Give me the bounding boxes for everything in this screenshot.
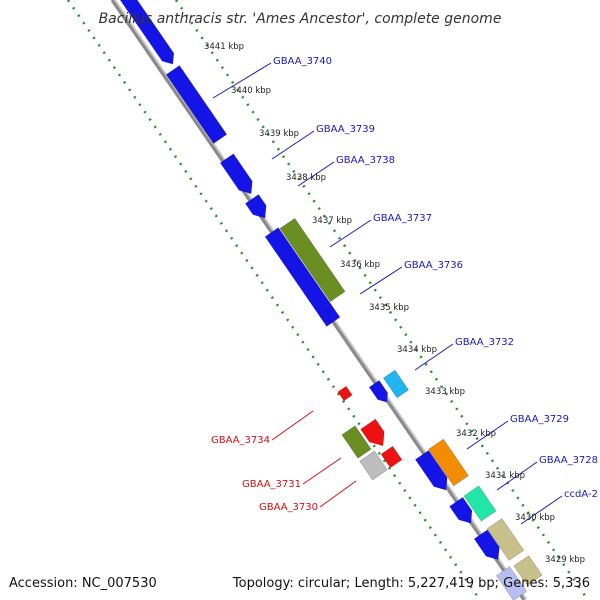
tick-label: 3432 kbp [456,429,496,439]
gene-feature-light-blue [495,566,528,600]
tick-label: 3437 kbp [312,216,352,226]
gene-labels: GBAA_3740GBAA_3739GBAA_3738GBAA_3737GBAA… [211,56,598,513]
map-title: Bacillus anthracis str. 'Ames Ancestor',… [99,11,502,27]
accession-text: Accession: NC_007530 [9,576,157,591]
gene-feature-blue-3729 [414,450,448,491]
gene-feature-blue-3728 [449,496,473,524]
leader-line [297,161,335,187]
gene-features [119,0,543,600]
gene-feature-blue-ccd [473,529,500,561]
kbp-tick-labels: 3441 kbp 3440 kbp 3439 kbp 3438 kbp 3437 kbp… [204,42,585,565]
gene-label: GBAA_3734 [211,435,270,446]
gene-feature-blue-1 [165,65,228,144]
gene-feature-blue-3732 [368,380,388,403]
gene-feature-blue-2 [219,153,253,195]
leader-line [212,62,272,99]
gene-label: GBAA_3731 [242,479,301,490]
gene-label: GBAA_3738 [336,155,395,166]
gene-feature-cyan [382,369,410,399]
gene-feature-olive-3734 [341,425,372,459]
leader-line [319,480,357,508]
gene-feature-red-small [337,385,353,402]
gene-feature-red-3731 [360,418,385,447]
gene-feature-blue-small-arrow [319,309,331,323]
gene-label: GBAA_3732 [455,337,514,348]
leader-line [271,130,315,160]
label-leader-lines [212,62,563,525]
tick-label: 3440 kbp [231,86,271,96]
gene-label: GBAA_3740 [273,56,332,67]
leader-line [329,219,372,248]
tick-label: 3441 kbp [204,42,244,52]
leader-line [302,457,342,485]
tick-label: 3429 kbp [545,555,585,565]
gene-label: GBAA_3729 [510,414,569,425]
tick-label: 3431 kbp [485,471,525,481]
tick-label: 3435 kbp [369,303,409,313]
gene-feature-khaki-2 [513,555,543,586]
gene-label: GBAA_3736 [404,260,463,271]
tick-label: 3433 kbp [425,387,465,397]
gene-label: GBAA_3737 [373,213,432,224]
leader-line [520,495,563,525]
tick-label: 3439 kbp [259,129,299,139]
tick-label: 3434 kbp [397,345,437,355]
gene-feature-red-3730 [380,445,403,469]
gene-feature-teal [463,485,497,522]
gene-label: GBAA_3739 [316,124,375,135]
gene-label: GBAA_3728 [539,455,598,466]
gene-label: ccdA-2 [564,489,598,500]
leader-line [496,461,538,491]
gene-feature-orange [428,438,469,487]
topology-text: Topology: circular; Length: 5,227,419 bp… [232,576,590,591]
leader-line [359,266,403,295]
gene-feature-blue-top [119,0,175,65]
gene-feature-khaki-1 [486,518,525,561]
leader-line [414,343,454,371]
tick-label: 3430 kbp [515,513,555,523]
gene-feature-blue-3 [244,194,267,219]
leader-line [466,420,509,450]
tick-label: 3436 kbp [340,260,380,270]
tick-label: 3438 kbp [286,173,326,183]
gene-label: GBAA_3730 [259,502,318,513]
gene-feature-olive-big [279,217,346,303]
leader-line [271,410,314,441]
gene-feature-grey-3734 [359,450,388,481]
gene-feature-blue-4 [264,227,341,327]
